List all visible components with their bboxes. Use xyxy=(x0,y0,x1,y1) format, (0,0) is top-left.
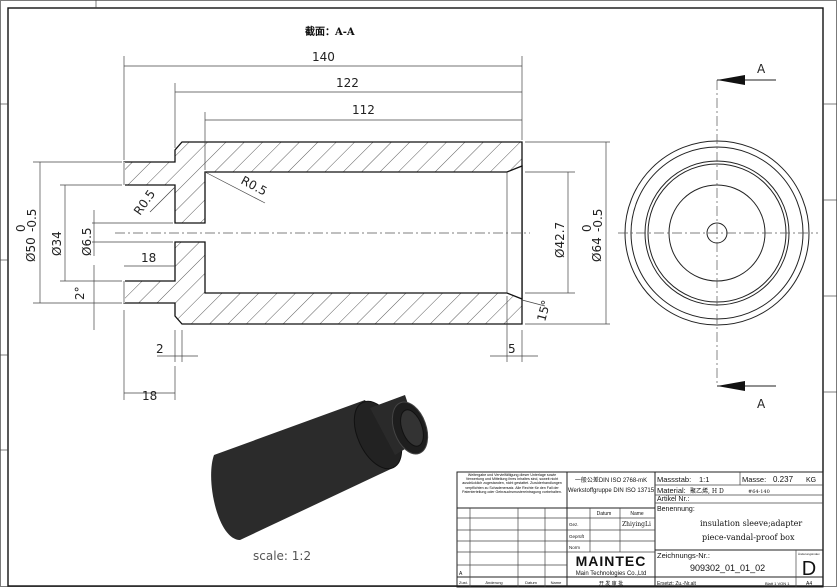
section-cavity xyxy=(123,165,523,300)
section-view xyxy=(115,141,530,325)
drawing-number-label: Zeichnungs-Nr.: xyxy=(657,551,710,560)
col-zust: Zust. xyxy=(459,580,468,585)
dim-dia50-tol-upper: 0 xyxy=(14,224,28,232)
scale-label: Massstab: xyxy=(657,475,691,484)
revision-row-label: A xyxy=(459,571,463,577)
col-name-rev: Name xyxy=(551,580,562,585)
col-datum-rev: Datum xyxy=(525,580,537,585)
row-gez: Gez. xyxy=(569,522,579,527)
company-logo: MAINTEC xyxy=(576,553,647,569)
part-name-line2: piece-vandal-proof box xyxy=(702,533,795,542)
name-label: Benennung: xyxy=(657,506,695,513)
dimensions xyxy=(33,56,610,400)
dim-140: 140 xyxy=(312,50,335,64)
dim-dia64-tol-lower: -0.5 xyxy=(591,209,605,232)
material-extra: #64-140 xyxy=(748,489,770,495)
dim-angle-15: 15° xyxy=(534,299,553,323)
mass-value: 0.237 xyxy=(773,475,794,484)
row-geprueft: Geprüft xyxy=(569,534,585,539)
tolerance-standard: 一般公差DIN ISO 2768-mK xyxy=(575,476,647,484)
section-marker-top: A xyxy=(757,62,766,76)
title-block: Weitergabe und Vervielfältigung dieser U… xyxy=(456,471,824,588)
scale-value: 1:1 xyxy=(699,475,709,484)
dim-dia50-tol-lower: -0.5 xyxy=(25,209,39,232)
mass-unit: KG xyxy=(806,477,816,484)
article-label: Artikel Nr.: xyxy=(657,496,689,503)
dim-dia34: Ø34 xyxy=(50,231,64,256)
dim-angle-2: 2° xyxy=(73,286,87,300)
material-value: 聚乙烯, H D xyxy=(690,487,724,495)
dim-122: 122 xyxy=(336,76,359,90)
col-datum: Datum xyxy=(597,511,612,517)
material-group-standard: Werkstoffgruppe DIN ISO 13715 xyxy=(568,488,655,494)
dim-dia6-5: Ø6.5 xyxy=(80,227,94,256)
end-view: A A xyxy=(618,62,818,411)
col-aenderung: Änderung xyxy=(485,580,502,585)
dim-chamfer-2: 2 xyxy=(156,342,164,356)
3d-render xyxy=(211,395,429,540)
material-label: Material: xyxy=(657,486,686,495)
legal-notice: Weitergabe und Vervielfältigung dieser U… xyxy=(462,473,562,494)
sheet-number: Blatt 1 VON 1 xyxy=(765,581,790,586)
section-title: 截面：A-A xyxy=(305,25,355,38)
replaced-label: Ersetzt: Zu.-Nr.alt xyxy=(657,581,697,587)
company-name: Main Technologies Co.,Ltd xyxy=(576,571,647,577)
paper-format: A4 xyxy=(806,581,812,587)
drawing-number: 909302_01_01_02 xyxy=(690,563,765,573)
render-scale-caption: scale: 1:2 xyxy=(253,549,311,563)
dim-18-step: 18 xyxy=(142,389,157,403)
dim-dia64-tol-upper: 0 xyxy=(580,224,594,232)
mass-label: Masse: xyxy=(742,475,766,484)
dim-112: 112 xyxy=(352,103,375,117)
dim-18-counterbore: 18 xyxy=(141,251,156,265)
chinese-footer: 开 发 审 批 xyxy=(599,580,623,587)
revision-label: Änderungsindex xyxy=(798,552,820,556)
dim-chamfer-5: 5 xyxy=(508,342,516,356)
row-norm: Norm xyxy=(569,545,580,550)
col-name: Name xyxy=(630,511,644,517)
section-marker-bottom: A xyxy=(757,397,766,411)
dim-dia42-7: Ø42.7 xyxy=(553,222,567,258)
part-name-line1: insulation sleeve;adapter xyxy=(700,519,802,528)
dim-dia50: Ø50 xyxy=(24,237,38,262)
drawn-by: ZhiyingLi xyxy=(622,521,651,528)
dim-dia64: Ø64 xyxy=(590,237,604,262)
revision-letter: D xyxy=(802,558,816,580)
